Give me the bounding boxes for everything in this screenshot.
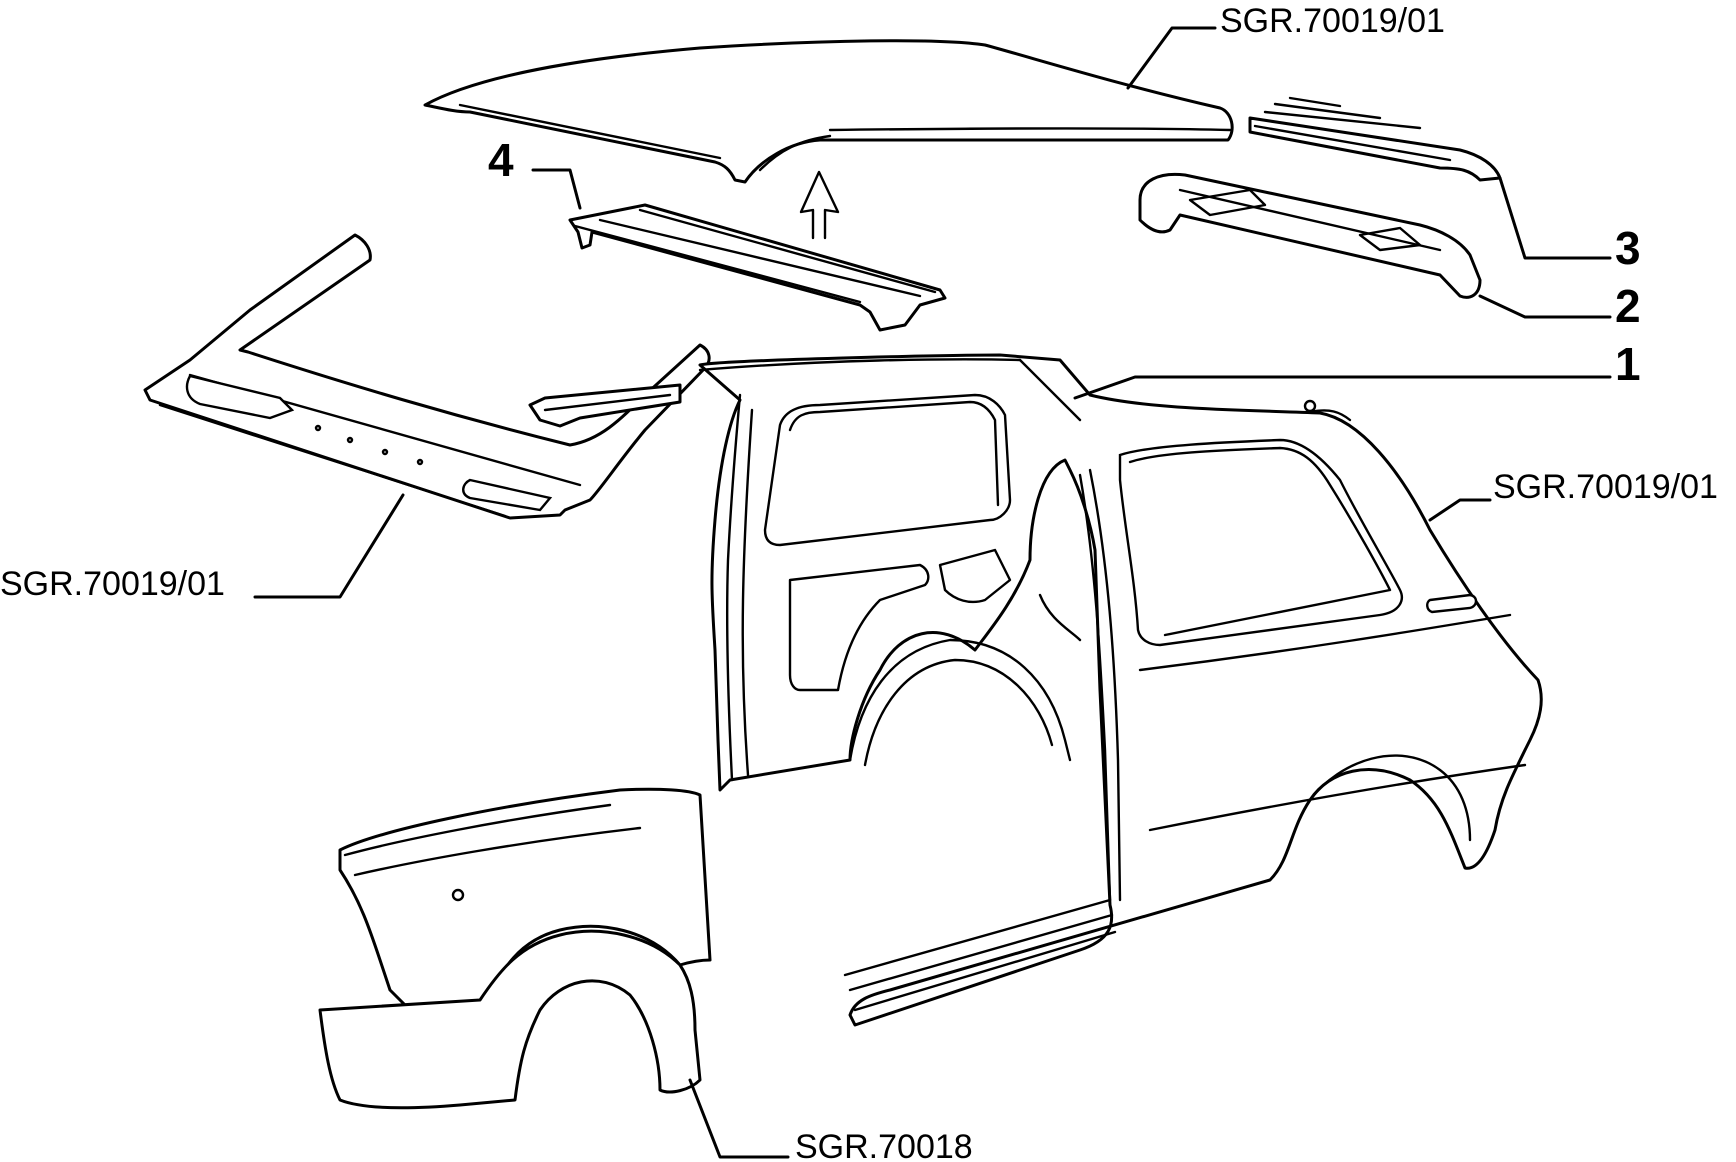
front-windscreen-frame <box>143 233 711 520</box>
up-arrow-icon <box>799 170 840 240</box>
item-number-2: 2 <box>1615 280 1641 332</box>
roof-panel <box>423 39 1234 184</box>
leader-fender <box>688 1078 790 1159</box>
item-number-4: 4 <box>488 134 514 186</box>
front-header-bracket <box>528 383 682 428</box>
front-fender-ref-label: SGR.70018 <box>795 1128 973 1162</box>
item-number-1: 1 <box>1615 338 1641 390</box>
roof-panel-ref-label: SGR.70019/01 <box>1220 2 1445 40</box>
leader-part-4 <box>531 168 582 210</box>
part-2-rear-header <box>1138 172 1482 299</box>
part-3-roof-rail <box>1248 96 1502 182</box>
body-side-assembly <box>698 353 1543 1027</box>
leader-roof <box>1126 26 1217 90</box>
body-side-ref-label: SGR.70019/01 <box>1493 468 1718 506</box>
front-frame-ref-label: SGR.70019/01 <box>0 565 225 603</box>
leader-lines <box>253 26 1612 1159</box>
front-fender <box>318 787 712 1110</box>
leader-part-2 <box>1478 294 1612 319</box>
item-number-3: 3 <box>1615 222 1641 274</box>
leader-front-frame <box>253 493 405 599</box>
leader-side <box>1428 498 1492 522</box>
leader-part-1 <box>1073 375 1612 400</box>
part-4-roof-crossmember <box>568 203 947 332</box>
leader-part-3 <box>1498 176 1612 260</box>
